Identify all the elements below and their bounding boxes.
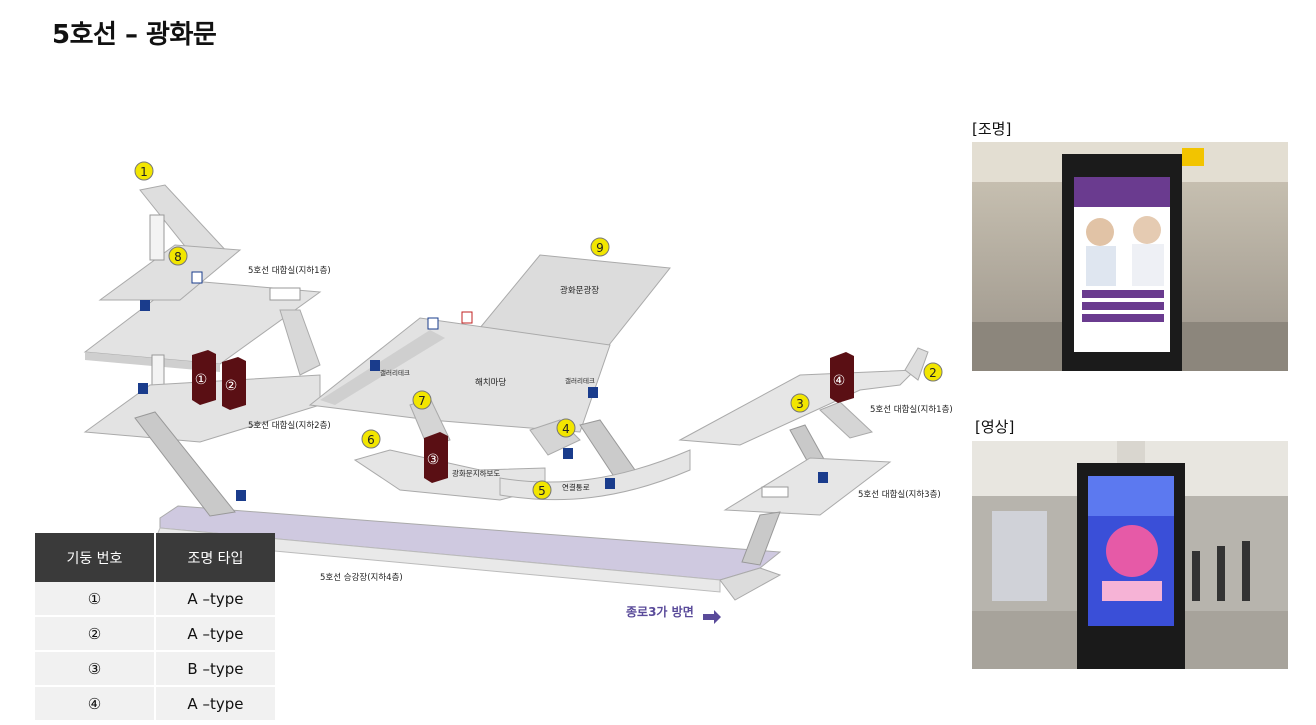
passage-stair-right xyxy=(579,419,636,479)
label-underpass: 광화문지하보도 xyxy=(452,468,500,478)
lighting-caption: [조명] xyxy=(972,120,1012,138)
restroom-icon xyxy=(191,271,203,284)
label-haechi: 해치마당 xyxy=(475,377,506,388)
elevator-icon-center xyxy=(370,360,380,371)
pillar-3 xyxy=(424,432,448,483)
stair-b1-b2 xyxy=(279,309,321,376)
pillar-number-cell: ② xyxy=(35,616,156,652)
escalator-b3-platform xyxy=(741,511,781,566)
exit-badge-5: 5 xyxy=(532,480,552,500)
lighting-photo xyxy=(972,142,1288,371)
restroom-icon-center2 xyxy=(461,311,473,324)
elevator-icon xyxy=(140,300,150,311)
restroom-icon-passage xyxy=(588,387,598,398)
exit-8-label: 8 xyxy=(174,250,182,264)
station-map: ① ② ③ ④ 1 2 3 4 5 6 7 8 9 5호선 대합실(지하1층) … xyxy=(83,161,953,624)
exit-badge-3: 3 xyxy=(790,393,810,413)
pillar-3-label: ③ xyxy=(427,452,440,468)
exit-badge-4: 4 xyxy=(556,418,576,438)
exit-badge-8: 8 xyxy=(168,246,188,266)
underpass-floor xyxy=(353,449,546,501)
floor-opening-b3 xyxy=(761,486,789,498)
lighting-type-cell: A –type xyxy=(154,582,275,617)
pillar-2-label: ② xyxy=(225,378,238,394)
exit-badge-6: 6 xyxy=(361,429,381,449)
pillar-number-cell: ④ xyxy=(35,686,156,722)
lighting-type-cell: B –type xyxy=(154,651,275,687)
restroom-icon-passage2 xyxy=(563,448,573,459)
pillar-4-label: ④ xyxy=(833,373,846,389)
pillar-number-cell: ① xyxy=(35,582,156,617)
page-title: 5호선 – 광화문 xyxy=(52,20,217,50)
escalator-icon-passage xyxy=(605,478,615,489)
exit-3-label: 3 xyxy=(796,397,804,411)
stair-exit2 xyxy=(904,347,929,381)
label-concourse-b2: 5호선 대합실(지하2층) xyxy=(248,420,331,431)
label-gallery-right: 갤러리테크 xyxy=(565,376,595,385)
exit-badge-1: 1 xyxy=(134,161,154,181)
exit-badge-2: 2 xyxy=(923,362,943,382)
label-concourse-b1-left: 5호선 대합실(지하1층) xyxy=(248,265,331,276)
pillar-lighting-table: 기둥 번호 조명 타입 ① A –type ② A –type ③ B –typ… xyxy=(35,533,275,722)
escalator-icon-platform xyxy=(236,490,246,501)
exit-7-label: 7 xyxy=(418,394,426,408)
video-photo xyxy=(972,441,1288,669)
pillar-1 xyxy=(192,350,216,405)
exit-badge-7: 7 xyxy=(412,390,432,410)
pillar-4 xyxy=(830,352,854,403)
stair-exit8 xyxy=(98,244,242,301)
concourse-b3-floor xyxy=(723,457,892,516)
label-passage: 연결통로 xyxy=(562,482,590,492)
lighting-type-cell: A –type xyxy=(154,686,275,722)
header-pillar-number: 기둥 번호 xyxy=(35,533,156,582)
label-direction: 종로3가 방면 xyxy=(626,604,694,619)
elevator-shaft xyxy=(149,214,165,261)
exit-6-label: 6 xyxy=(367,433,375,447)
label-platform-b4: 5호선 승강장(지하4층) xyxy=(320,572,403,583)
exit-2-label: 2 xyxy=(929,366,937,380)
exit-9-label: 9 xyxy=(596,241,604,255)
video-caption: [영상] xyxy=(975,418,1015,436)
escalator-to-platform xyxy=(134,411,236,517)
stair-right-bottom xyxy=(719,567,782,601)
floor-opening xyxy=(269,287,301,301)
label-gallery-left: 갤러리테크 xyxy=(380,368,410,377)
lighting-type-cell: A –type xyxy=(154,616,275,652)
exit-badge-9: 9 xyxy=(590,237,610,257)
direction-arrow-icon xyxy=(703,610,721,624)
elevator-icon-b2 xyxy=(138,383,148,394)
header-lighting-type: 조명 타입 xyxy=(154,533,275,582)
label-concourse-b1-right: 5호선 대합실(지하1층) xyxy=(870,404,953,415)
label-plaza: 광화문광장 xyxy=(560,285,599,296)
stair-right-down xyxy=(819,401,873,439)
exit-4-label: 4 xyxy=(562,422,570,436)
haechi-stairs xyxy=(320,330,445,405)
restroom-icon-center xyxy=(427,317,439,330)
pillar-1-label: ① xyxy=(195,372,208,388)
table-row: ③ B –type xyxy=(35,651,275,687)
table-row: ② A –type xyxy=(35,616,275,652)
table-row: ① A –type xyxy=(35,582,275,617)
exit-5-label: 5 xyxy=(538,484,546,498)
exit-1-label: 1 xyxy=(140,165,148,179)
table-row: ④ A –type xyxy=(35,686,275,722)
label-concourse-b3: 5호선 대합실(지하3층) xyxy=(858,489,941,500)
pillar-2 xyxy=(222,357,246,410)
escalator-icon-right xyxy=(818,472,828,483)
pillar-number-cell: ③ xyxy=(35,651,156,687)
